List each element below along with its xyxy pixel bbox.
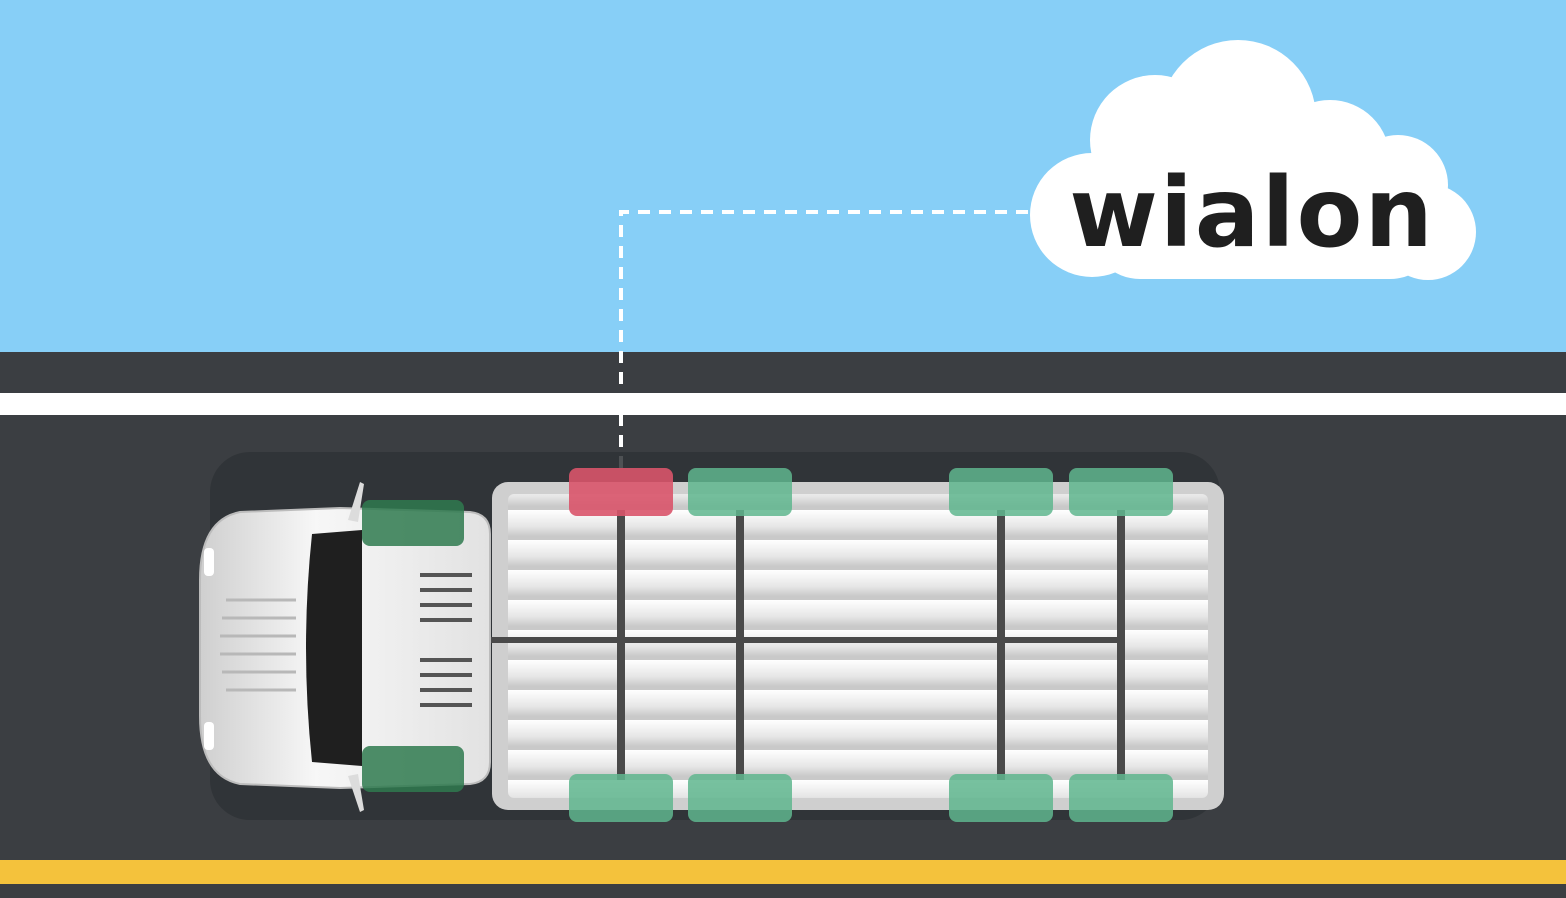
- windshield: [306, 530, 362, 766]
- tire: [1069, 468, 1173, 516]
- tire: [1069, 774, 1173, 822]
- tire: [688, 468, 792, 516]
- tire: [949, 468, 1053, 516]
- tire: [362, 500, 464, 546]
- tire: [362, 746, 464, 792]
- tire: [688, 774, 792, 822]
- tire: [949, 774, 1053, 822]
- lane-line: [0, 393, 1566, 415]
- tire: [569, 774, 673, 822]
- headlight-right: [204, 722, 214, 750]
- mirror-left: [348, 482, 364, 522]
- data-connector-line: [619, 210, 1030, 468]
- road-edge-line: [0, 860, 1566, 884]
- tire-alert: [569, 468, 673, 516]
- wialon-logo: wialon: [1069, 157, 1435, 269]
- tire-sensors: [362, 468, 1173, 822]
- cargo-trailer: [492, 482, 1224, 810]
- headlight-left: [204, 548, 214, 576]
- cloud-icon: [1030, 40, 1476, 280]
- truck-cab: [199, 482, 491, 812]
- mirror-right: [348, 774, 364, 812]
